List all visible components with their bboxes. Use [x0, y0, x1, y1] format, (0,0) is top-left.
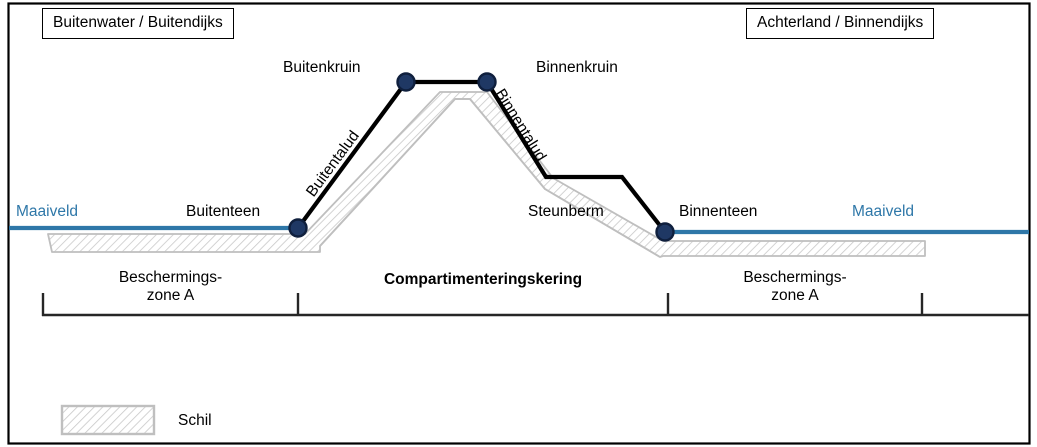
shell-band — [47, 91, 926, 258]
label-zone-right-line2: zone A — [771, 287, 819, 305]
dike-profile-outline — [295, 79, 668, 235]
label-binnenteen: Binnenteen — [679, 203, 758, 220]
label-maaiveld-left: Maaiveld — [16, 203, 79, 220]
label-box-achterland: Achterland / Binnendijks — [746, 8, 935, 39]
label-zone-right: Beschermings- zone A — [668, 269, 922, 306]
node-binnenteen — [655, 222, 675, 242]
node-binnenkruin — [477, 72, 497, 92]
legend-swatch-schil — [60, 404, 156, 436]
legend-label-schil: Schil — [178, 412, 212, 429]
label-zone-left-line1: Beschermings- — [118, 269, 223, 286]
label-zone-center: Compartimenteringskering — [383, 271, 583, 288]
node-buitenkruin — [396, 72, 416, 92]
label-box-buitenwater: Buitenwater / Buitendijks — [42, 8, 234, 39]
label-zone-left-line2: zone A — [146, 287, 195, 305]
label-buitenkruin: Buitenkruin — [283, 59, 361, 76]
label-steunberm: Steunberm — [528, 203, 604, 220]
label-binnenkruin: Binnenkruin — [536, 59, 618, 76]
node-buitenteen — [288, 218, 308, 238]
shell-inner-boundary — [319, 98, 661, 258]
diagram-frame — [7, 2, 1031, 445]
label-maaiveld-right: Maaiveld — [852, 203, 915, 220]
label-zone-right-line1: Beschermings- — [743, 269, 847, 286]
label-zone-left: Beschermings- zone A — [43, 269, 298, 306]
label-buitenteen: Buitenteen — [186, 203, 261, 220]
